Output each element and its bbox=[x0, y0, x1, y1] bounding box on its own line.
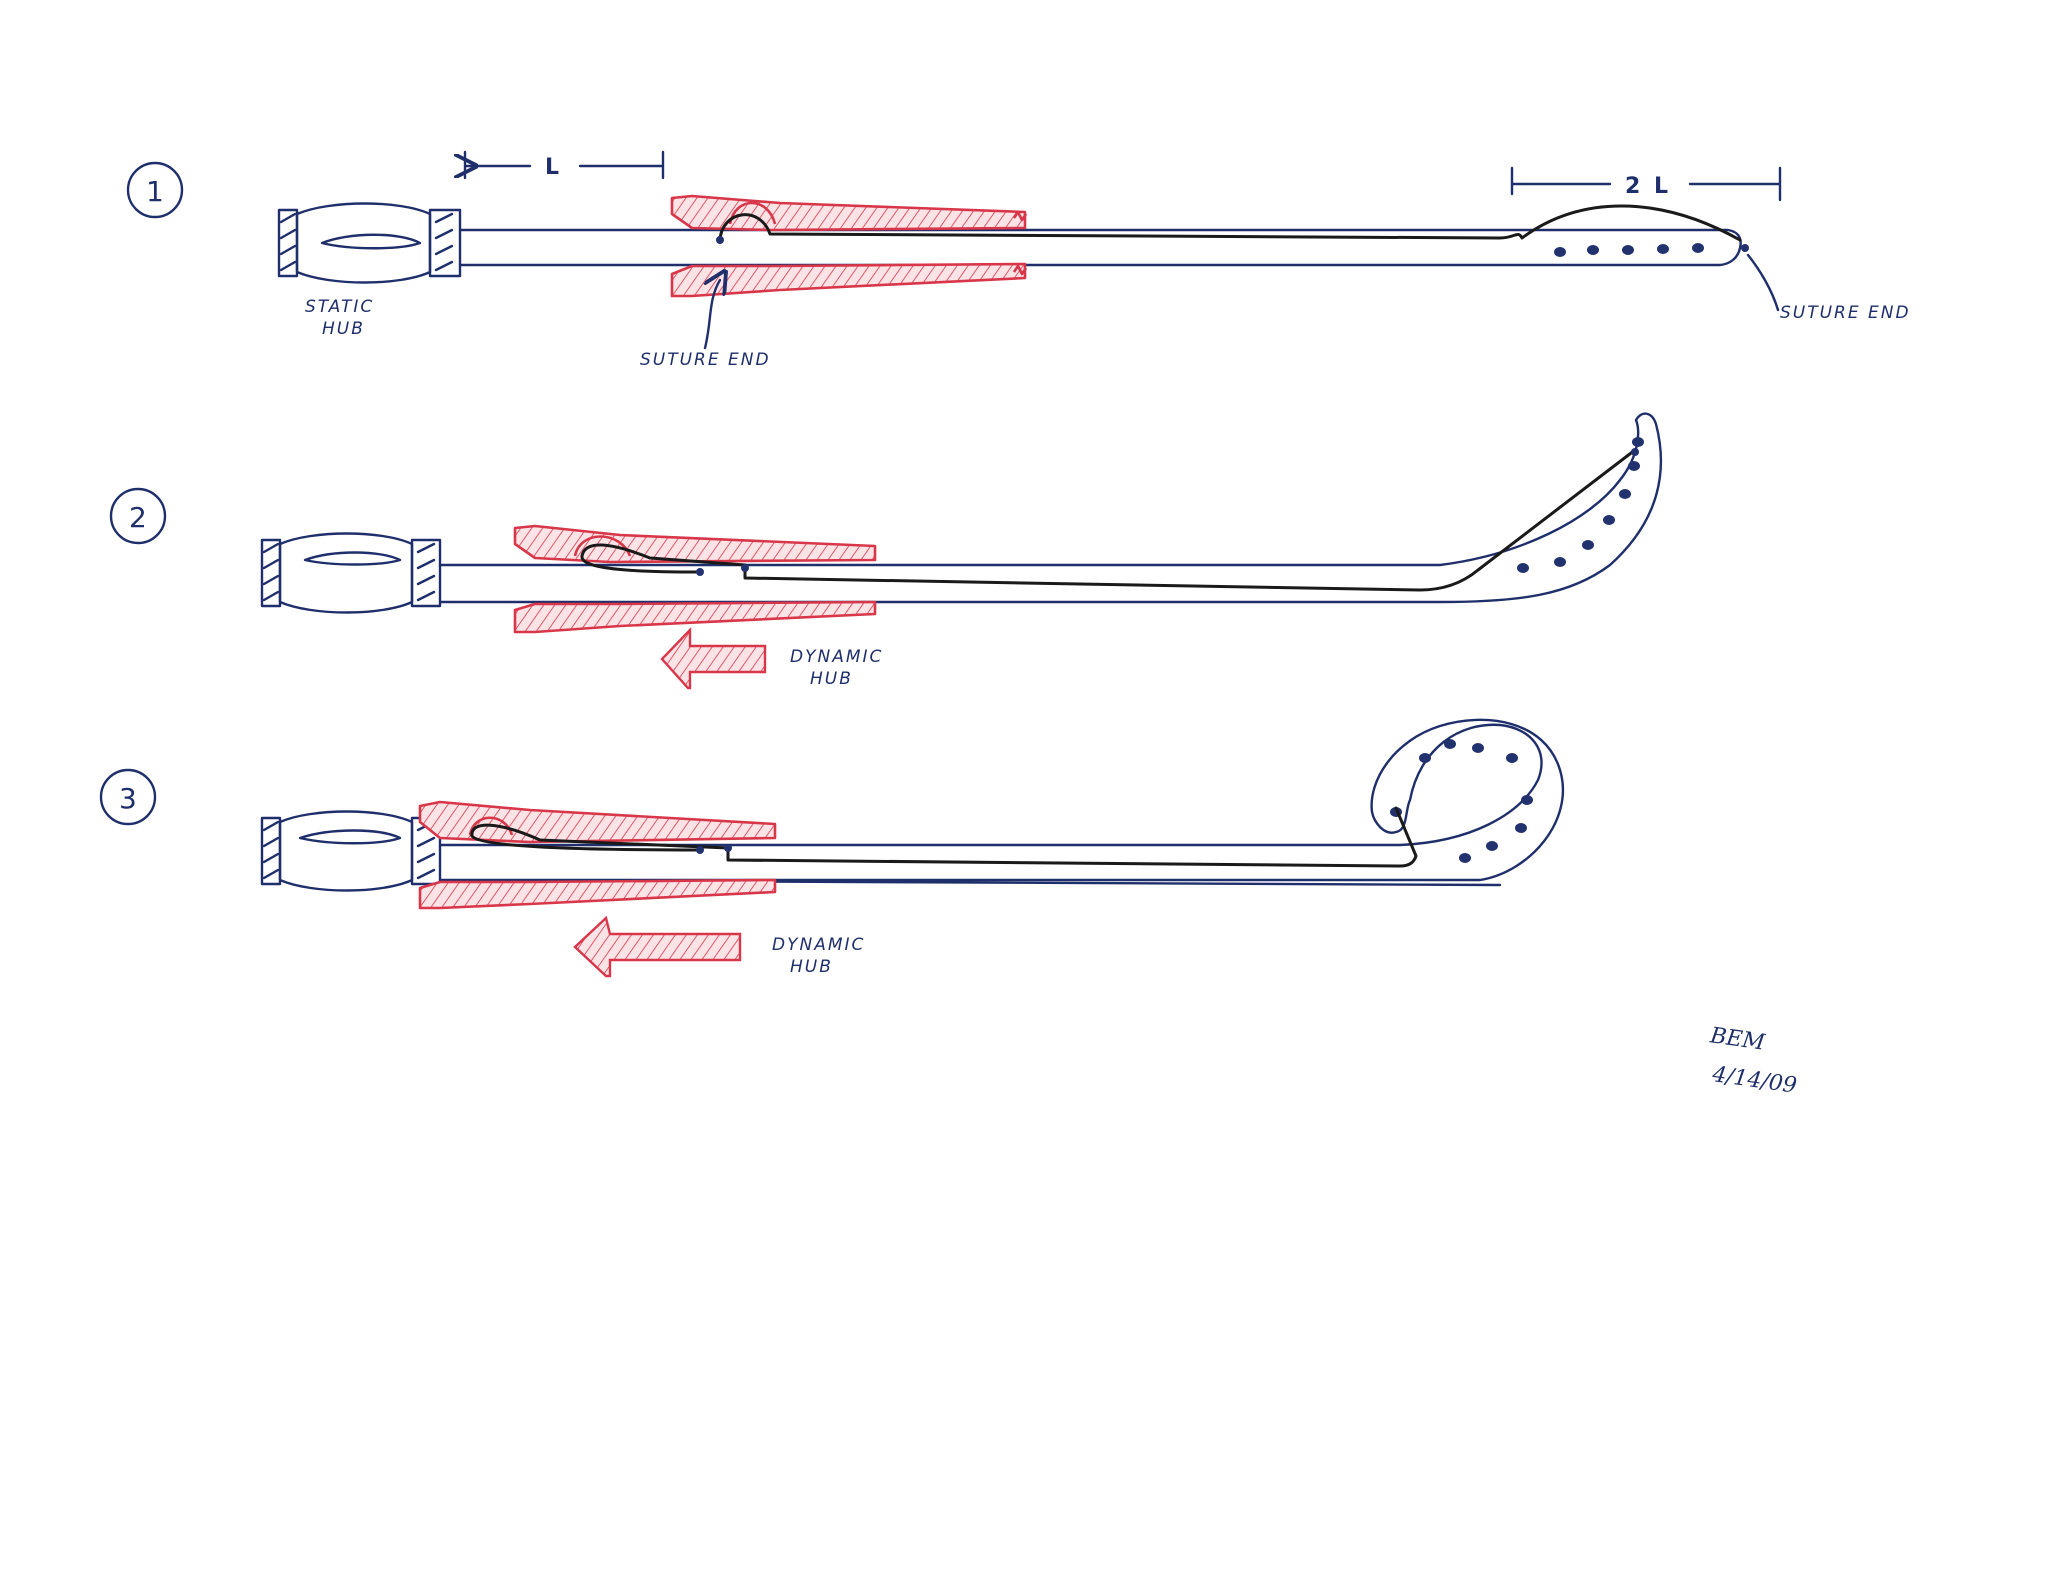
dimension-2l: 2 L bbox=[1510, 166, 1782, 202]
dynamic-hub bbox=[513, 524, 877, 634]
dimension-2l-label: 2 L bbox=[1625, 174, 1671, 199]
suture-line bbox=[718, 204, 1742, 242]
suture-holes bbox=[1517, 437, 1644, 573]
dynamic-hub bbox=[418, 800, 777, 910]
step-3: 3 bbox=[99, 718, 1565, 978]
catheter-shaft bbox=[438, 412, 1663, 604]
dynamic-hub-label: DYNAMIC HUB bbox=[772, 935, 873, 977]
step-1: 1 bbox=[126, 150, 1911, 370]
step-1-circle bbox=[126, 161, 184, 219]
catheter-shaft bbox=[458, 228, 1742, 267]
direction-arrow-left bbox=[660, 627, 767, 690]
signature-date: 4/14/09 bbox=[1710, 1062, 1798, 1099]
step-2-number: 2 bbox=[129, 501, 147, 534]
suture-holes bbox=[1554, 243, 1704, 257]
dimension-l-label: L bbox=[545, 155, 562, 180]
step-2-circle bbox=[109, 487, 167, 545]
suture-end-label-left: SUTURE END bbox=[640, 350, 771, 370]
step-3-circle bbox=[99, 768, 157, 826]
direction-arrow-left bbox=[573, 915, 742, 978]
static-hub-label: STATIC HUB bbox=[305, 297, 382, 339]
dimension-l: L bbox=[465, 150, 665, 180]
signature-initials: BEM bbox=[1708, 1023, 1767, 1056]
static-hub bbox=[260, 532, 442, 614]
signature: BEM 4/14/09 bbox=[1708, 1023, 1799, 1099]
step-3-number: 3 bbox=[119, 782, 137, 815]
step-1-number: 1 bbox=[146, 175, 164, 208]
suture-line bbox=[470, 806, 1418, 868]
static-hub bbox=[260, 810, 442, 892]
dynamic-hub bbox=[670, 194, 1028, 298]
suture-end-label-right: SUTURE END bbox=[1780, 303, 1911, 323]
catheter-shaft bbox=[438, 718, 1565, 887]
suture-holes bbox=[1390, 739, 1533, 863]
suture-line bbox=[580, 448, 1637, 592]
static-hub bbox=[277, 202, 462, 284]
step-2: 2 bbox=[109, 412, 1663, 690]
dynamic-hub-label: DYNAMIC HUB bbox=[790, 647, 891, 689]
